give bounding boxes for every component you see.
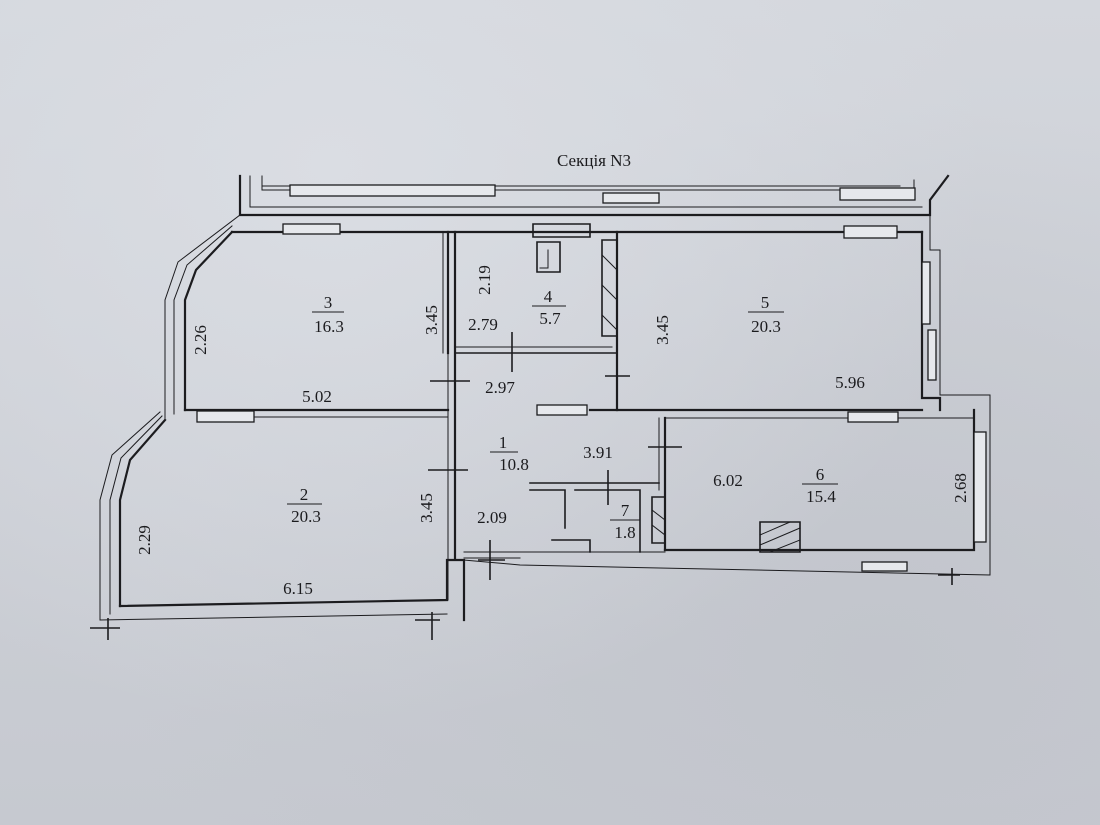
window-room3	[282, 223, 341, 235]
dim-room5-width: 5.96	[835, 373, 865, 392]
dim-room3-height: 3.45	[422, 305, 441, 335]
door-markers	[90, 332, 960, 640]
window-hall	[536, 404, 588, 416]
window-room6-right	[973, 431, 987, 543]
room-4-area: 5.7	[539, 309, 561, 328]
dim-room4-width: 2.79	[468, 315, 498, 334]
room-labels: 1 10.8 2 20.3 3 16.3 4 5.7 5 20.3 6 15.4	[287, 287, 838, 542]
room-2-area: 20.3	[291, 507, 321, 526]
room-2-number: 2	[300, 485, 309, 504]
window-right-1	[921, 261, 931, 325]
window-top-3	[839, 187, 916, 201]
room-5-number: 5	[761, 293, 770, 312]
window-room5	[843, 225, 898, 239]
window-room5-bottom	[847, 411, 899, 423]
dim-room5-height: 3.45	[653, 315, 672, 345]
dim-room2-bay: 2.29	[135, 525, 154, 555]
room-4-label: 4 5.7	[532, 287, 566, 328]
dim-room4-height: 2.19	[475, 265, 494, 295]
window-top-1	[289, 184, 496, 197]
room-3-number: 3	[324, 293, 333, 312]
window-top-2	[602, 192, 660, 204]
dim-hall-bottom: 2.09	[477, 508, 507, 527]
room-1-label: 1 10.8	[490, 433, 529, 474]
room-6-label: 6 15.4	[802, 465, 838, 506]
dim-room3-width: 5.02	[302, 387, 332, 406]
room-7-label: 7 1.8	[610, 501, 640, 542]
section-title: Секція N3	[557, 151, 631, 170]
dim-room2-width: 6.15	[283, 579, 313, 598]
dim-hall-width: 2.97	[485, 378, 515, 397]
room-6-number: 6	[816, 465, 825, 484]
room-1-number: 1	[499, 433, 508, 452]
room-7-area: 1.8	[614, 523, 635, 542]
room-3-area: 16.3	[314, 317, 344, 336]
window-room3-bottom	[196, 410, 255, 423]
interior-walls	[183, 223, 975, 601]
windows	[196, 184, 987, 572]
room-1-area: 10.8	[499, 455, 529, 474]
room-3-label: 3 16.3	[312, 293, 344, 336]
window-room6-bottom	[861, 561, 908, 572]
room-6-area: 15.4	[806, 487, 836, 506]
dim-room2-height: 3.45	[417, 493, 436, 523]
dim-room6-height: 2.68	[951, 473, 970, 503]
dim-room6-width: 6.02	[713, 471, 743, 490]
dimension-labels: 2.19 2.26 3.45 2.79 3.45 5.02 2.97 5.96 …	[135, 265, 970, 598]
room-4-number: 4	[544, 287, 553, 306]
dim-hall-closet: 3.91	[583, 443, 613, 462]
room-5-area: 20.3	[751, 317, 781, 336]
dim-room3-bay: 2.26	[191, 325, 210, 355]
window-right-2	[927, 329, 937, 381]
room-2-label: 2 20.3	[287, 485, 322, 526]
room-5-label: 5 20.3	[748, 293, 784, 336]
room-7-number: 7	[621, 501, 630, 520]
